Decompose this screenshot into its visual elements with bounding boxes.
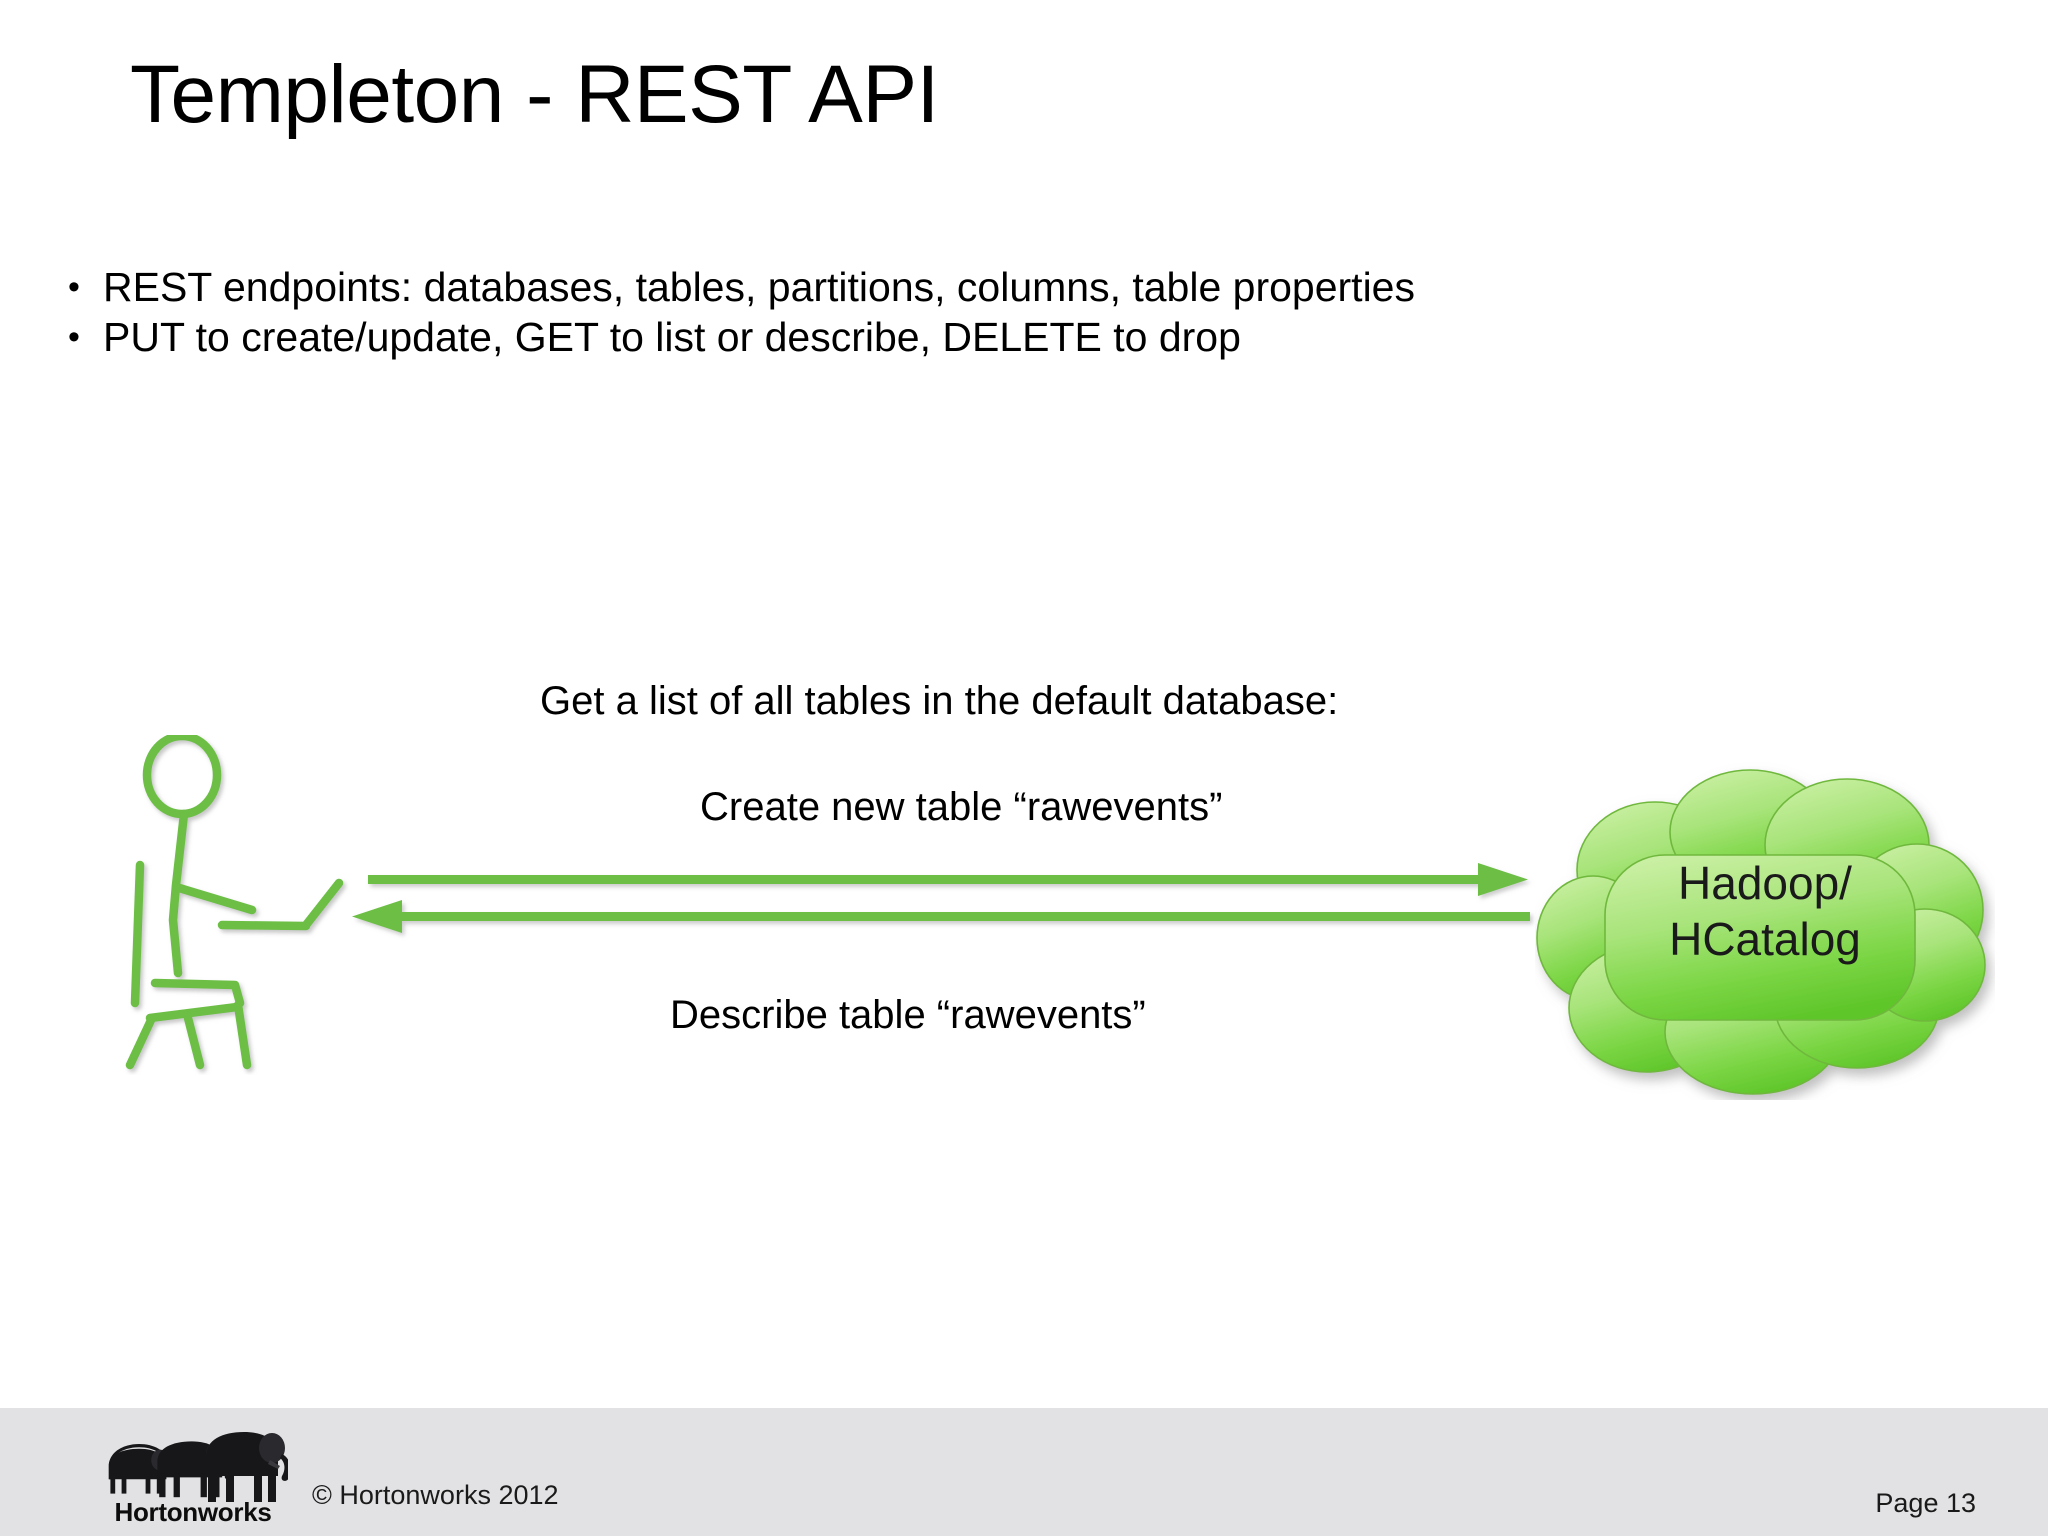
page-title: Templeton - REST API [130,49,939,140]
cloud-label-line1: Hadoop/ [1678,857,1852,909]
bullet-list: • REST endpoints: databases, tables, par… [45,262,1945,362]
hortonworks-wordmark: Hortonworks [114,1497,272,1527]
bullet-point-icon: • [68,318,80,357]
list-item: • PUT to create/update, GET to list or d… [45,312,1945,362]
diagram-caption-response: Describe table “rawevents” [670,993,1146,1037]
cloud-label: Hadoop/ HCatalog [1535,855,1995,967]
diagram-caption-top: Get a list of all tables in the default … [540,679,1339,723]
cloud-label-line2: HCatalog [1669,913,1861,966]
arrow-group [350,855,1550,950]
hadoop-hcatalog-cloud [1535,760,1995,1100]
footer-bar [0,1408,2048,1536]
page-number: Page 13 [1875,1488,1976,1518]
three-elephants-icon [98,1418,292,1526]
bullet-point-icon: • [68,268,80,306]
list-item: • REST endpoints: databases, tables, par… [45,262,1945,312]
response-arrow [352,900,1530,933]
request-arrow [368,863,1528,896]
bullet-text: REST endpoints: databases, tables, parti… [103,264,1415,310]
person-at-laptop-icon [110,731,350,1075]
copyright-text: © Hortonworks 2012 [312,1480,559,1510]
diagram-caption-request: Create new table “rawevents” [700,785,1223,829]
bullet-text: PUT to create/update, GET to list or des… [103,314,1241,361]
